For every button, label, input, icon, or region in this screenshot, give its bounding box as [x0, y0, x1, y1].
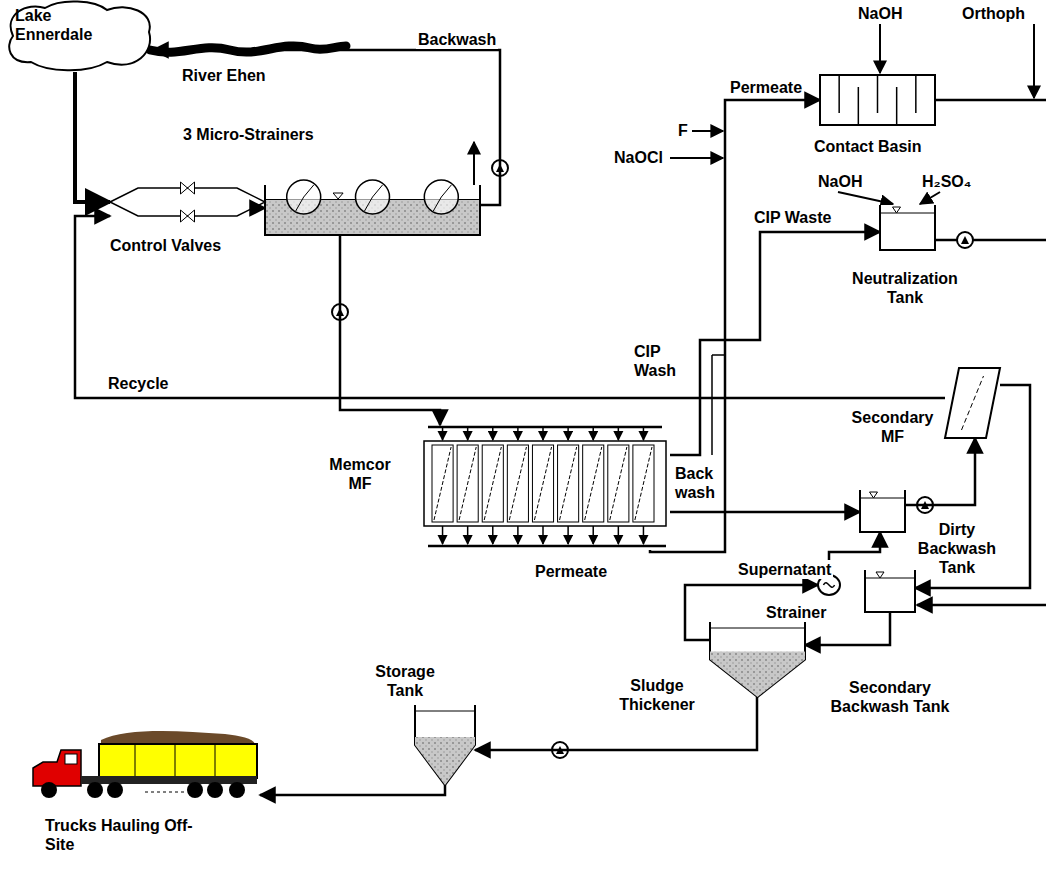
neutralization-tank: Neutralization Tank	[880, 205, 935, 250]
line-label: Permeate	[535, 562, 607, 581]
flow-line	[75, 216, 945, 398]
flow-line	[670, 511, 860, 514]
storage-tank-shape	[415, 705, 475, 785]
node-label: Secondary Backwash Tank	[815, 678, 965, 716]
flow-label: Backwash	[416, 30, 498, 49]
storage-tank: Storage Tank	[415, 705, 475, 785]
lake-outline: Lake Ennerdale	[3, 0, 153, 72]
secondary-filter-shape	[945, 368, 1000, 438]
flow-label: Permeate	[728, 78, 804, 97]
backwash-tank-shape	[865, 570, 915, 612]
flow-label: Back wash	[673, 464, 722, 502]
secondary-filter: Secondary MF	[945, 368, 1000, 438]
contact-basin: Contact Basin	[820, 75, 935, 125]
sludge-thickener-shape	[710, 622, 805, 697]
node-label: Control Valves	[110, 236, 260, 255]
node-label: Neutralization Tank	[840, 269, 970, 307]
flow-line	[475, 697, 757, 750]
backwash-tank: Dirty Backwash Tank	[860, 490, 905, 532]
node-label: Trucks Hauling Off-Site	[45, 816, 195, 854]
haul-truck: Trucks Hauling Off-Site	[25, 728, 260, 803]
backwash-tank-shape	[860, 490, 905, 532]
node-label: 3 Micro-Strainers	[183, 125, 363, 144]
flow-line	[650, 100, 820, 552]
strainer-tank-shape	[265, 185, 480, 235]
node-label: Secondary MF	[845, 408, 940, 446]
flow-line	[75, 72, 110, 202]
chemical-label: F	[678, 121, 688, 140]
node-label: Sludge Thickener	[612, 676, 702, 714]
flow-label: Supernatant	[736, 560, 833, 579]
chemical-label: NaOCl	[614, 148, 663, 167]
flow-line	[905, 438, 975, 505]
strainer-tank: 3 Micro-Strainers	[265, 185, 480, 235]
sludge-thickener: Sludge Thickener	[710, 622, 805, 697]
flow-line	[829, 532, 880, 575]
valve-manifold-shape	[110, 182, 265, 222]
flow-label: CIP Waste	[752, 208, 833, 227]
flow-label: Recycle	[106, 374, 171, 393]
contact-basin-shape	[820, 75, 935, 125]
node-label: Dirty Backwash Tank	[912, 520, 1002, 578]
backwash-tank: Secondary Backwash Tank	[865, 570, 915, 612]
node-label: Contact Basin	[814, 137, 944, 156]
flow-line	[340, 235, 440, 425]
flow-line	[670, 232, 880, 455]
chemical-label: NaOH	[858, 4, 902, 23]
neutralization-tank-shape	[880, 205, 935, 250]
chemical-label: Orthoph	[962, 4, 1025, 23]
valve-manifold: Control Valves	[110, 182, 265, 222]
membrane-unit: Memcor MF	[420, 425, 670, 550]
chemical-label: NaOH	[818, 172, 862, 191]
node-label: Memcor MF	[320, 455, 400, 493]
river-label: River Ehen	[182, 66, 266, 85]
chemical-label: H₂SO₄	[922, 172, 971, 191]
line-label: CIP Wash	[634, 342, 694, 380]
flow-line	[260, 785, 445, 795]
membrane-unit-shape	[420, 425, 670, 550]
node-label: Lake Ennerdale	[15, 6, 105, 44]
haul-truck-shape	[25, 728, 260, 803]
node-label: Strainer	[766, 603, 846, 622]
node-label: Storage Tank	[365, 662, 445, 700]
